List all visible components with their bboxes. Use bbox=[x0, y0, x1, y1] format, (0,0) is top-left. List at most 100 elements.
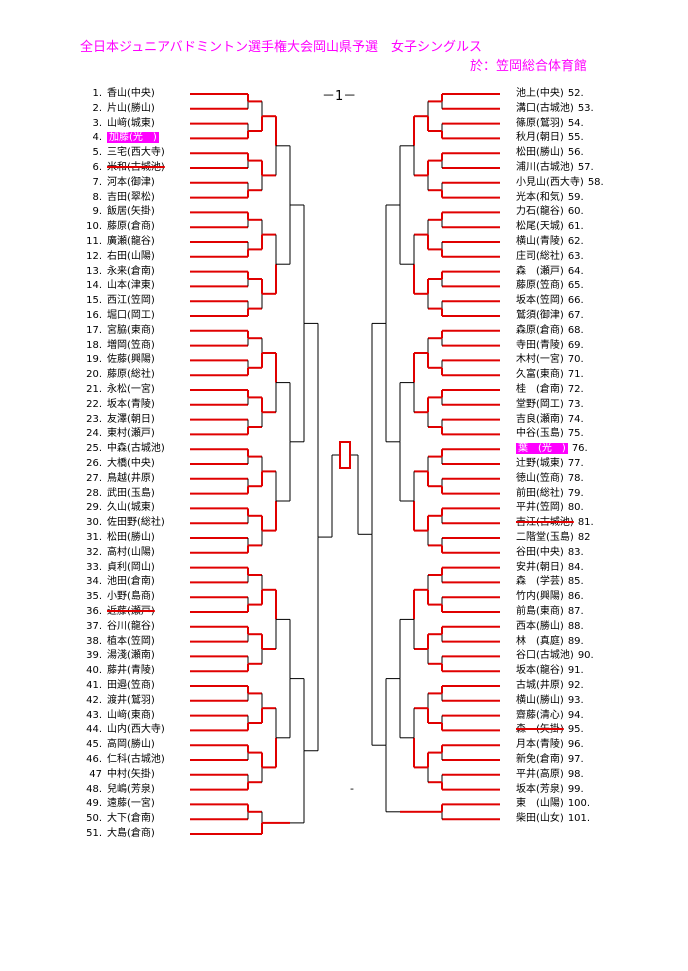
entry-name: 山内(西大寺) bbox=[107, 724, 165, 736]
entry-number: 16. bbox=[86, 310, 102, 321]
entry-row: 中谷(玉島)75. bbox=[516, 428, 584, 440]
entry-number: 66. bbox=[567, 295, 584, 307]
entry-name: 藤原(総社) bbox=[107, 369, 155, 381]
entry-row: 久富(東商)71. bbox=[516, 369, 584, 381]
page-marker: －1－ bbox=[322, 89, 357, 104]
entry-number: 57. bbox=[577, 162, 594, 173]
entry-number: 20. bbox=[86, 369, 102, 381]
entry-name: 鳥越(井原) bbox=[107, 472, 155, 484]
entry-name: 佐田野(総社) bbox=[107, 517, 165, 529]
entry-name: 廣瀬(龍谷) bbox=[107, 236, 155, 247]
entry-number: 98. bbox=[567, 768, 584, 780]
entry-name: 池田(倉南) bbox=[107, 576, 155, 588]
entry-row: 葉 (光 )76. bbox=[516, 443, 588, 455]
entry-row: 東 (山陽)100. bbox=[516, 798, 590, 810]
entry-number: 99. bbox=[567, 783, 584, 795]
entry-row: 竹内(興陽)86. bbox=[516, 591, 584, 603]
entry-number: 75. bbox=[567, 428, 584, 440]
entry-number: 42. bbox=[86, 694, 102, 706]
entry-name: 徳山(笠商) bbox=[516, 472, 564, 484]
entry-row: 新免(倉南)97. bbox=[516, 754, 584, 766]
entry-number: 95. bbox=[567, 724, 584, 736]
entry-number: 85. bbox=[567, 576, 584, 588]
entry-name: 三宅(西大寺) bbox=[107, 147, 165, 159]
entry-number: 41. bbox=[86, 680, 102, 691]
entry-row: 前島(東商)87. bbox=[516, 606, 584, 618]
entry-name: 山﨑(東商) bbox=[107, 709, 155, 721]
entry-number: 65. bbox=[567, 280, 584, 292]
entry-number: 48. bbox=[86, 783, 102, 795]
entry-name: 月本(青陵) bbox=[516, 739, 564, 751]
entry-name: 永来(倉南) bbox=[107, 265, 155, 277]
entry-number: 83. bbox=[567, 546, 584, 558]
entry-number: 96. bbox=[567, 739, 584, 751]
entry-row: 森 (矢掛)95. bbox=[516, 724, 584, 736]
entry-name: 吉良(瀬南) bbox=[516, 413, 564, 425]
entry-name: 松田(勝山) bbox=[516, 147, 564, 159]
entry-number: 59. bbox=[567, 191, 584, 203]
entry-number: 30. bbox=[86, 517, 102, 529]
entry-name: 米和(古城池) bbox=[107, 162, 165, 173]
entry-row: 28.武田(玉島) bbox=[80, 488, 155, 500]
entry-number: 28. bbox=[86, 487, 102, 499]
entry-row: 49.遠藤(一宮) bbox=[80, 798, 155, 810]
entry-number: 1. bbox=[92, 88, 102, 99]
entry-name: 中村(矢掛) bbox=[107, 768, 155, 780]
entry-row: 柴田(山女)101. bbox=[516, 813, 590, 825]
entry-row: 24.東村(瀬戸) bbox=[80, 428, 155, 440]
entry-row: 35.小野(島商) bbox=[80, 591, 155, 603]
entry-number: 76. bbox=[571, 443, 588, 455]
entry-row: 43.山﨑(東商) bbox=[80, 710, 155, 722]
entry-name: 堀口(岡工) bbox=[107, 310, 155, 321]
entry-name: 佐藤(興陽) bbox=[107, 354, 155, 366]
entry-row: 浦川(古城池)57. bbox=[516, 162, 594, 174]
entry-name: 高村(山陽) bbox=[107, 546, 155, 558]
entry-row: 小見山(西大寺)58. bbox=[516, 177, 604, 189]
entry-row: 辻野(城東)77. bbox=[516, 458, 584, 470]
entry-row: 31.松田(勝山) bbox=[80, 532, 155, 544]
entry-name: 新免(倉南) bbox=[516, 754, 564, 765]
entry-number: 74. bbox=[567, 413, 584, 425]
entry-name: 中森(古城池) bbox=[107, 443, 165, 455]
entry-row: 18.増岡(笠商) bbox=[80, 340, 155, 352]
entry-row: 徳山(笠商)78. bbox=[516, 473, 584, 485]
entry-name: 谷川(龍谷) bbox=[107, 620, 155, 632]
entry-number: 67. bbox=[567, 310, 584, 321]
entry-row: 34.池田(倉南) bbox=[80, 576, 155, 588]
entry-row: 谷口(古城池)90. bbox=[516, 650, 594, 662]
entry-number: 22. bbox=[86, 398, 102, 410]
entry-name: 東村(瀬戸) bbox=[107, 428, 155, 440]
entry-row: 松田(勝山)56. bbox=[516, 147, 584, 159]
entry-number: 78. bbox=[567, 472, 584, 484]
entry-row: 堂野(岡工)73. bbox=[516, 399, 584, 411]
entry-number: 77. bbox=[567, 458, 584, 469]
entry-row: 前田(総社)79. bbox=[516, 488, 584, 500]
entry-name: 吉田(翠松) bbox=[107, 191, 155, 203]
entry-row: 藤原(笠商)65. bbox=[516, 280, 584, 292]
entry-number: 23. bbox=[86, 413, 102, 425]
entry-row: 11.廣瀬(龍谷) bbox=[80, 236, 155, 248]
entry-row: 庄司(総社)63. bbox=[516, 251, 584, 263]
entry-number: 6. bbox=[92, 162, 102, 173]
entry-name: 大橋(中央) bbox=[107, 458, 155, 469]
entry-row: 横山(青陵)62. bbox=[516, 236, 584, 248]
entry-number: 46. bbox=[86, 754, 102, 765]
entry-name: 中谷(玉島) bbox=[516, 428, 564, 440]
entry-name: 森原(倉商) bbox=[516, 324, 564, 336]
entry-number: 38. bbox=[86, 635, 102, 647]
entry-row: 溝口(古城池)53. bbox=[516, 103, 594, 115]
entry-name: 高岡(勝山) bbox=[107, 739, 155, 751]
entry-number: 54. bbox=[567, 117, 584, 129]
entry-number: 84. bbox=[567, 561, 584, 573]
entry-number: 81. bbox=[577, 517, 594, 529]
entry-name: 篠原(鷲羽) bbox=[516, 117, 564, 129]
entry-name: 藤原(笠商) bbox=[516, 280, 564, 292]
entry-number: 91. bbox=[567, 665, 584, 677]
entry-row: 15.西江(笠岡) bbox=[80, 295, 155, 307]
entry-number: 79. bbox=[567, 487, 584, 499]
entry-row: 20. 藤原(総社) bbox=[80, 369, 155, 381]
entry-row: 齋藤(清心)94. bbox=[516, 710, 584, 722]
entry-row: 月本(青陵)96. bbox=[516, 739, 584, 751]
entry-number: 36. bbox=[86, 606, 102, 617]
